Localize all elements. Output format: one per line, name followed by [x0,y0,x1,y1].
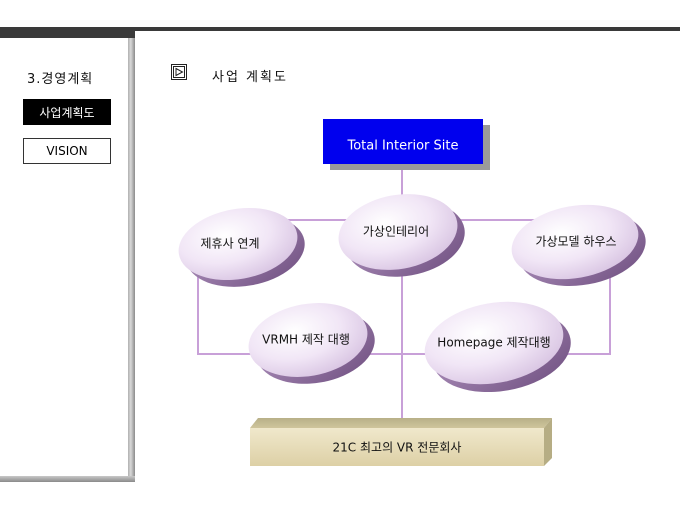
sidebar-item-business-plan[interactable]: 사업계획도 [23,99,111,125]
page-heading: 사업 계획도 [212,70,288,85]
sidebar-item-vision[interactable]: VISION [23,138,111,164]
sidebar-shadow-bottom [0,476,135,482]
base-slab: 21C 최고의 VR 전문회사 [250,418,552,466]
node-lower-left [248,303,375,384]
node-center-label: 가상인테리어 [363,225,429,239]
node-right [511,204,646,286]
sidebar-shadow [128,38,135,482]
play-box-icon [171,64,187,80]
node-lower-right [424,301,571,393]
node-right-label: 가상모델 하우스 [535,235,616,249]
node-left-label: 제휴사 연계 [200,237,259,251]
node-lower-left-label: VRMH 제작 대행 [262,332,350,347]
top-box-label: Total Interior Site [346,139,458,154]
top-rule [0,27,680,31]
node-center [338,194,465,277]
node-left [178,207,305,287]
sidebar-title: 3.경영계획 [27,72,94,87]
node-lower-right-label: Homepage 제작대행 [437,335,550,350]
base-label: 21C 최고의 VR 전문회사 [333,441,462,455]
top-box: Total Interior Site [323,119,490,170]
top-rule-tab [0,27,135,38]
